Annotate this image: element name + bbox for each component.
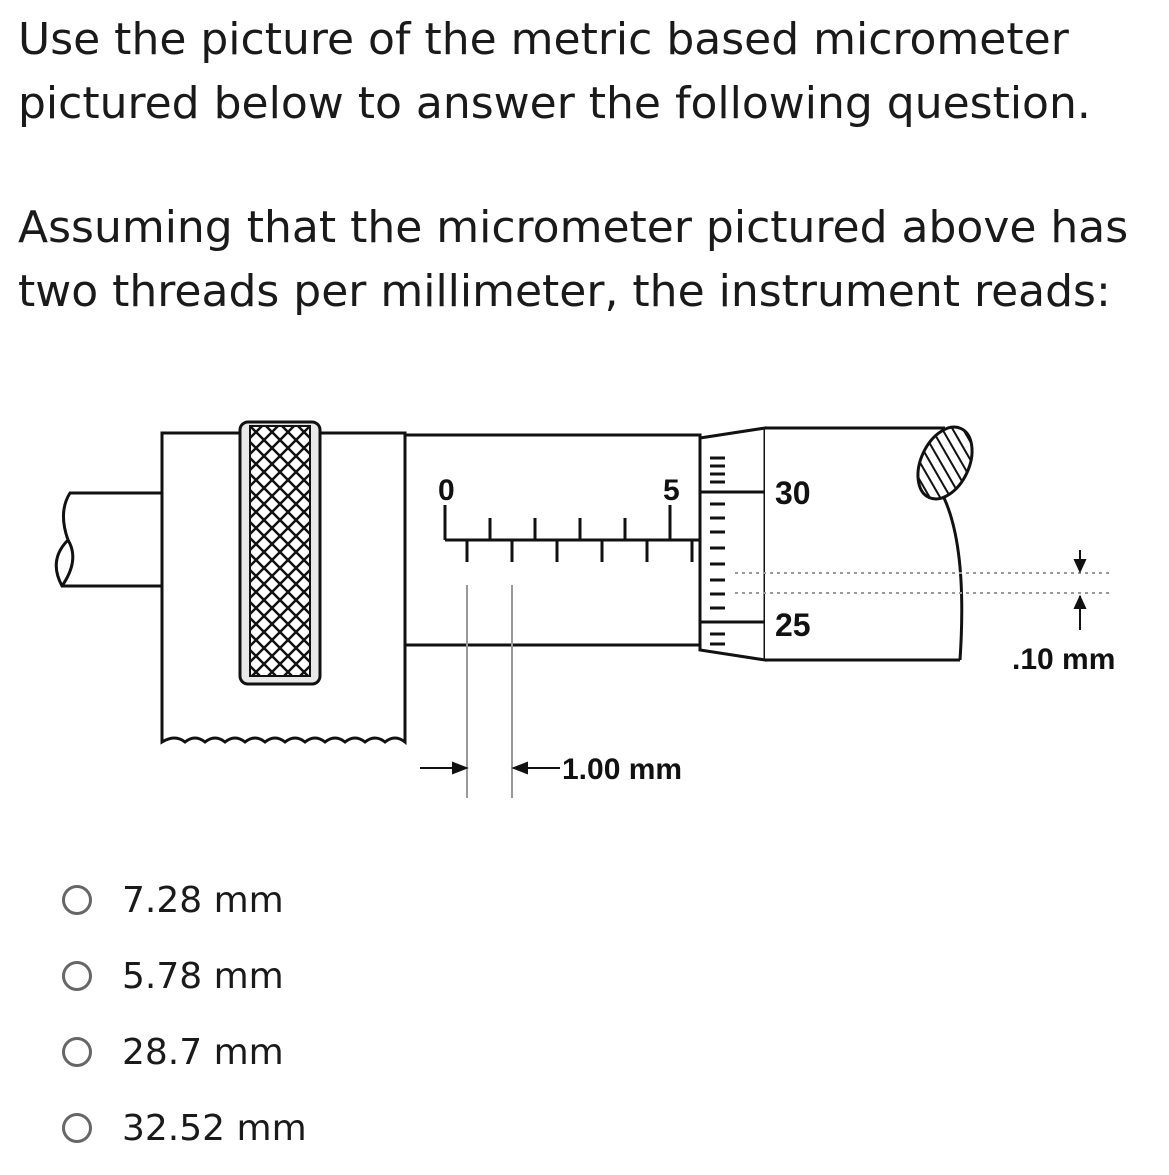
question-intro: Use the picture of the metric based micr… xyxy=(18,14,1091,129)
sleeve-division-arrows xyxy=(420,761,560,775)
radio-button[interactable] xyxy=(62,961,92,991)
question-prompt: Assuming that the micrometer pictured ab… xyxy=(18,202,1129,317)
lock-nut xyxy=(238,420,322,686)
answer-option-label: 7.28 mm xyxy=(122,879,284,921)
question-text: Use the picture of the metric based micr… xyxy=(18,8,1158,384)
radio-button[interactable] xyxy=(62,1113,92,1143)
answer-option[interactable]: 7.28 mm xyxy=(62,862,307,938)
radio-button[interactable] xyxy=(62,885,92,915)
micrometer-diagram: 0 5 30 25 xyxy=(54,420,1115,798)
answer-option-label: 28.7 mm xyxy=(122,1031,284,1073)
sleeve-division-guides xyxy=(466,585,513,798)
sleeve-label-zero: 0 xyxy=(438,474,455,507)
sleeve xyxy=(403,433,702,647)
sleeve-millimeter-ticks xyxy=(443,505,672,540)
answer-options: 7.28 mm 5.78 mm 28.7 mm 32.52 mm xyxy=(62,862,307,1166)
sleeve-half-millimeter-ticks xyxy=(465,540,694,562)
sleeve-label-five: 5 xyxy=(663,474,680,507)
answer-option[interactable]: 5.78 mm xyxy=(62,938,307,1014)
thimble xyxy=(698,426,965,662)
answer-option[interactable]: 28.7 mm xyxy=(62,1014,307,1090)
radio-button[interactable] xyxy=(62,1037,92,1067)
thimble-ticks xyxy=(700,456,765,646)
answer-option-label: 32.52 mm xyxy=(122,1107,307,1149)
thimble-label-30: 30 xyxy=(775,475,811,511)
ratchet-cap xyxy=(916,425,974,501)
answer-option-label: 5.78 mm xyxy=(122,955,284,997)
spindle-rod xyxy=(54,491,162,588)
thimble-division-arrows xyxy=(1073,550,1087,630)
answer-option[interactable]: 32.52 mm xyxy=(62,1090,307,1166)
sleeve-division-label: 1.00 mm xyxy=(562,753,682,786)
thimble-label-25: 25 xyxy=(775,607,811,643)
thimble-division-label: .10 mm xyxy=(1012,643,1115,676)
